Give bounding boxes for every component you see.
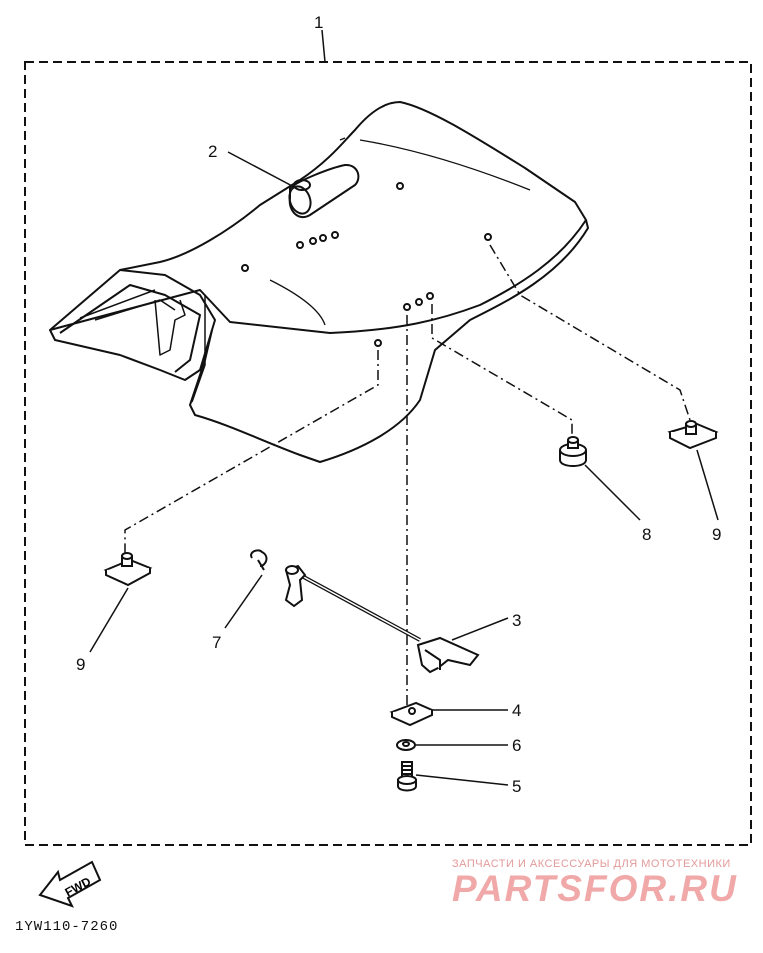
part-4-plate [389, 701, 435, 727]
part-9-left [103, 552, 153, 587]
part-7-clip [250, 549, 268, 571]
callout-1: 1 [314, 13, 323, 32]
callout-2: 2 [208, 142, 217, 161]
part-3-lock [284, 564, 480, 674]
callout-6: 6 [512, 736, 521, 755]
seat [49, 101, 589, 463]
part-9-right [667, 420, 719, 450]
leader-9-right [696, 449, 719, 521]
watermark-logo: PARTSFOR.RU [452, 868, 738, 909]
part-6-washer [396, 739, 416, 751]
leader-9-left [89, 587, 129, 653]
assembly-frame [24, 61, 752, 846]
callout-9-right: 9 [712, 525, 721, 544]
part-8-damper [559, 436, 587, 467]
callout-9-left: 9 [76, 655, 85, 674]
callout-7: 7 [212, 633, 221, 652]
leader-lines [124, 244, 691, 710]
callout-4: 4 [512, 701, 521, 720]
leader-3 [451, 617, 509, 641]
leader-8 [584, 464, 641, 521]
leader-1 [321, 29, 326, 63]
callout-3: 3 [512, 611, 521, 630]
fwd-arrow-icon: FWD [38, 860, 102, 908]
part-5-bolt [397, 761, 417, 792]
drawing-code: 1YW110-7260 [15, 919, 119, 935]
leader-2 [227, 151, 297, 189]
callout-8: 8 [642, 525, 651, 544]
leader-7 [224, 574, 263, 629]
watermark-tagline: ЗАПЧАСТИ И АКСЕССУАРЫ ДЛЯ МОТОТЕХНИКИ [452, 858, 731, 870]
callout-5: 5 [512, 777, 521, 796]
leader-5 [415, 774, 509, 786]
